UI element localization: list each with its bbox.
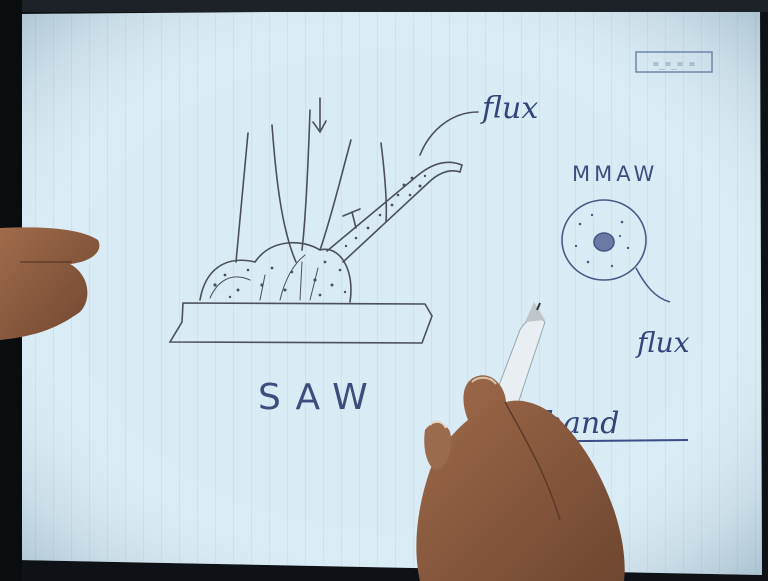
right-hand — [416, 375, 625, 581]
saw-sketch — [168, 97, 479, 344]
left-hand — [0, 227, 100, 340]
flux-label-right: flux — [635, 326, 690, 359]
flux-label-top: flux — [480, 91, 538, 126]
electrode-cross-section — [561, 199, 671, 303]
saw-label: SAW — [258, 377, 382, 418]
corner-stamp: =_=_= = — [635, 51, 713, 73]
stamp-text: =_=_= = — [653, 59, 695, 70]
mmaw-label: MMAW — [572, 162, 658, 186]
